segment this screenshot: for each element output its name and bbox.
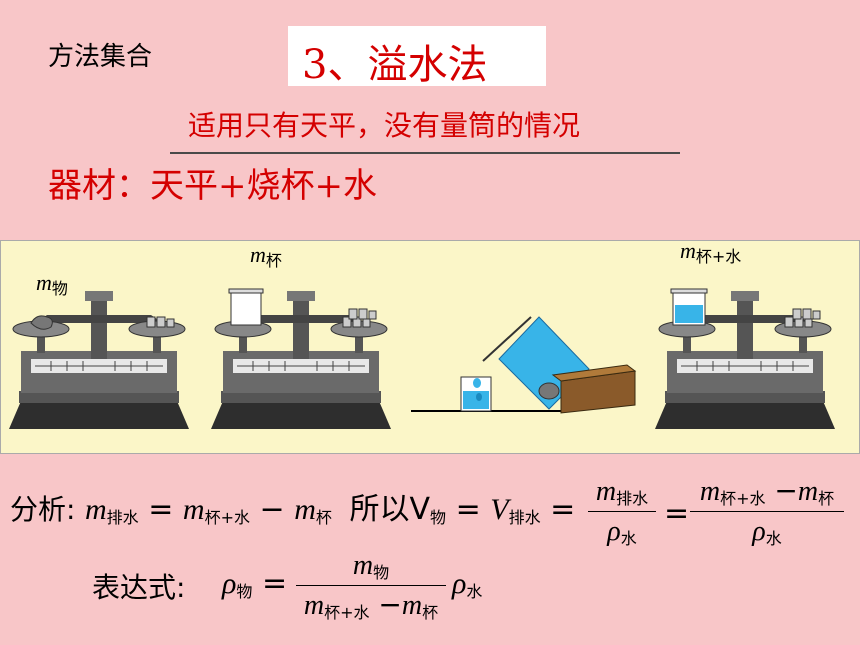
illustration-panel [0, 240, 860, 454]
label-cup-mass: m杯 [250, 242, 282, 270]
fraction-mass-difference: m杯+水 −m杯 ρ水 [690, 474, 844, 549]
so-text: 所以V [349, 492, 430, 527]
subtitle-underline [170, 152, 680, 154]
overflow-can [411, 316, 637, 414]
fraction-pai-shui: m排水 ρ水 [588, 474, 656, 549]
subtitle: 适用只有天平，没有量筒的情况 [188, 109, 581, 142]
expression-fraction: m物 m杯+水 −m杯 [296, 548, 446, 623]
expression-lhs: ρ物 = [222, 566, 288, 601]
materials-line: 器材：天平+烧杯+水 [48, 166, 377, 206]
method-title: 3、溢水法 [302, 42, 488, 88]
label-cup-water-mass: m杯+水 [680, 238, 742, 266]
analysis-line: 分析: m排水 = m杯+水 − m杯 所以V物 = V排水 = [10, 492, 576, 527]
analysis-prefix: 分析: [10, 493, 76, 526]
equals-sign-2: = [664, 496, 690, 531]
expression-rho-water: ρ水 [452, 567, 483, 601]
expression-label: 表达式: [92, 571, 186, 604]
balance-illustration [8, 288, 836, 430]
method-title-box: 3、溢水法 [288, 26, 546, 88]
section-label: 方法集合 [48, 42, 153, 72]
label-object-mass: m物 [36, 270, 68, 298]
